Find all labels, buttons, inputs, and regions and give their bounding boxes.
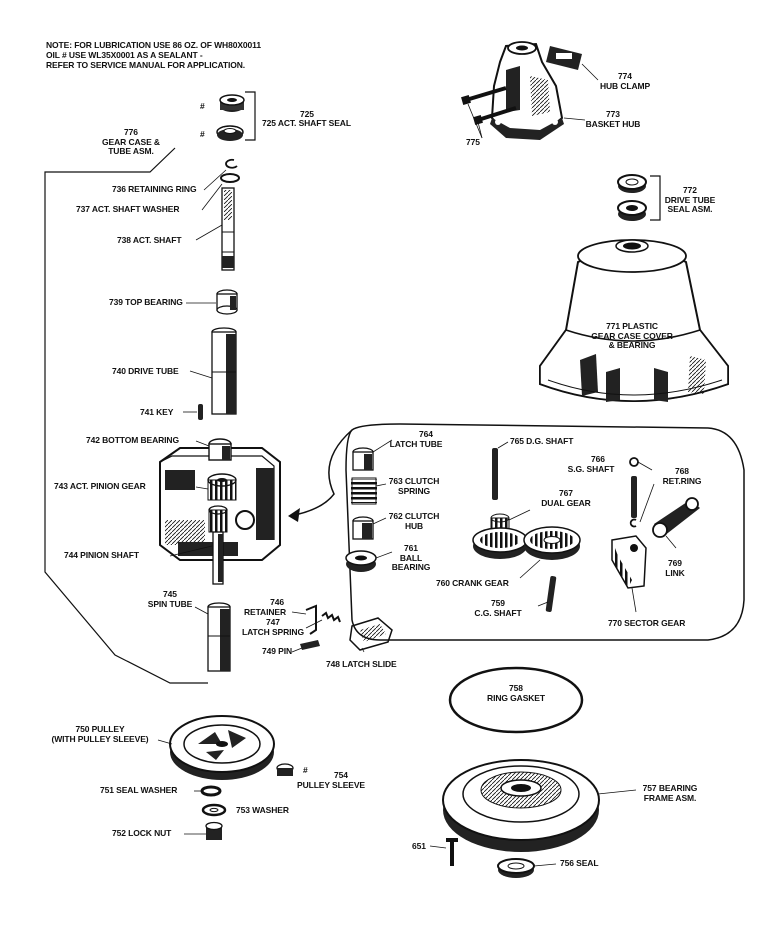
label-lock-nut: 752 LOCK NUT bbox=[112, 828, 172, 838]
sg-shaft-part bbox=[629, 457, 655, 528]
label-bottom-bearing: 742 BOTTOM BEARING bbox=[86, 435, 179, 445]
label-act-shaft-washer: 737 ACT. SHAFT WASHER bbox=[76, 204, 180, 214]
basket-hub-part bbox=[490, 41, 586, 140]
label-776-gear-case: 776 GEAR CASE & TUBE ASM. bbox=[96, 127, 166, 157]
hub-bolts-part bbox=[461, 86, 517, 139]
label-pulley: 750 PULLEY (WITH PULLEY SLEEVE) bbox=[51, 724, 149, 744]
label-776-number: 776 bbox=[124, 127, 138, 137]
label-washer: 753 WASHER bbox=[236, 805, 289, 815]
dual-gear-part bbox=[472, 509, 531, 559]
clutch-hub-part bbox=[352, 516, 387, 540]
ring-gasket-part bbox=[448, 666, 584, 734]
label-725: 725 bbox=[300, 109, 314, 119]
lubrication-note: NOTE: FOR LUBRICATION USE 86 OZ. OF WH80… bbox=[46, 40, 261, 70]
label-776-line2: TUBE ASM. bbox=[108, 146, 154, 156]
drive-tube-part bbox=[189, 327, 237, 415]
act-shaft-seal-part bbox=[216, 91, 256, 141]
label-basket-hub: 773 BASKET HUB bbox=[585, 109, 641, 129]
label-retaining-ring: 736 RETAINING RING bbox=[112, 184, 197, 194]
label-clutch-hub: 762 CLUTCH HUB bbox=[388, 511, 440, 531]
crank-gear-part bbox=[519, 526, 581, 579]
spin-tube-part bbox=[194, 602, 231, 672]
label-act-shaft: 738 ACT. SHAFT bbox=[117, 235, 182, 245]
label-ring-gasket: 758 RING GASKET bbox=[487, 683, 545, 703]
gear-case-cover-part bbox=[539, 239, 729, 402]
label-seal-washer: 751 SEAL WASHER bbox=[100, 785, 178, 795]
label-drive-tube: 740 DRIVE TUBE bbox=[112, 366, 179, 376]
label-latch-spring: 747 LATCH SPRING bbox=[242, 617, 304, 637]
label-pin: 749 PIN bbox=[262, 646, 293, 656]
label-sg-shaft: 766 S.G. SHAFT bbox=[567, 454, 615, 474]
hub-clamp-part bbox=[546, 46, 599, 81]
sector-gear-part bbox=[611, 535, 647, 613]
callout-arrow-head bbox=[288, 508, 300, 522]
label-retainer: 746 RETAINER bbox=[243, 597, 286, 617]
sealant-mark: # bbox=[303, 765, 308, 775]
label-776-line1: GEAR CASE & bbox=[102, 136, 160, 147]
label-bearing-frame: 757 BEARING FRAME ASM. bbox=[642, 783, 698, 803]
sealant-mark: # bbox=[200, 129, 205, 139]
label-hub-clamp: 774 HUB CLAMP bbox=[599, 71, 651, 91]
pulley-part bbox=[157, 715, 275, 780]
label-pinion-shaft: 744 PINION SHAFT bbox=[64, 550, 139, 560]
clutch-spring-part bbox=[351, 477, 387, 505]
label-crank-gear: 760 CRANK GEAR bbox=[436, 578, 509, 588]
label-pulley-sleeve: 754 PULLEY SLEEVE bbox=[297, 770, 365, 790]
label-775: 775 bbox=[466, 137, 480, 147]
lock-nut-part bbox=[184, 821, 223, 840]
latch-parts bbox=[291, 604, 393, 653]
label-dual-gear: 767 DUAL GEAR bbox=[541, 488, 591, 508]
label-ball-bearing: 761 BALL BEARING bbox=[391, 543, 431, 572]
act-shaft-washer-part bbox=[201, 173, 240, 211]
key-part bbox=[183, 404, 203, 420]
label-latch-tube: 764 LATCH TUBE bbox=[389, 429, 443, 449]
seal-washer-part bbox=[194, 785, 222, 797]
label-clutch-spring: 763 CLUTCH SPRING bbox=[388, 476, 440, 496]
label-cg-shaft: 759 C.G. SHAFT bbox=[474, 598, 522, 618]
label-seal-756: 756 SEAL bbox=[560, 858, 599, 868]
cg-shaft-part bbox=[537, 576, 557, 612]
dg-shaft-part bbox=[492, 441, 509, 500]
label-gear-case-cover: 771 PLASTIC GEAR CASE COVER & BEARING bbox=[591, 321, 673, 350]
label-link: 769 LINK bbox=[665, 558, 685, 578]
link-part bbox=[652, 497, 700, 549]
retaining-ring-part bbox=[203, 158, 238, 191]
label-spin-tube: 745 SPIN TUBE bbox=[147, 589, 193, 609]
inset-box bbox=[345, 423, 745, 641]
note-line-1: NOTE: FOR LUBRICATION USE 86 OZ. OF WH80… bbox=[46, 40, 261, 50]
seal-756-part bbox=[497, 858, 557, 878]
gear-case-part bbox=[159, 438, 281, 585]
label-act-shaft-seal: 725 ACT. SHAFT SEAL bbox=[262, 118, 351, 128]
top-bearing-part bbox=[186, 289, 238, 315]
label-sector-gear: 770 SECTOR GEAR bbox=[608, 618, 686, 628]
label-ret-ring: 768 RET.RING bbox=[662, 466, 702, 486]
label-top-bearing: 739 TOP BEARING bbox=[109, 297, 183, 307]
label-651: 651 bbox=[412, 841, 426, 851]
callout-arrow bbox=[289, 429, 353, 517]
label-dg-shaft: 765 D.G. SHAFT bbox=[510, 436, 574, 446]
label-act-pinion-gear: 743 ACT. PINION GEAR bbox=[54, 481, 146, 491]
label-latch-slide: 748 LATCH SLIDE bbox=[326, 659, 397, 669]
washer-part bbox=[201, 803, 227, 817]
ball-bearing-part bbox=[345, 550, 393, 572]
pulley-sleeve-part bbox=[276, 763, 294, 776]
act-shaft-part bbox=[195, 187, 235, 271]
note-line-3: REFER TO SERVICE MANUAL FOR APPLICATION. bbox=[46, 60, 246, 70]
sealant-mark: # bbox=[200, 101, 205, 111]
assembly-bracket-line bbox=[44, 147, 208, 684]
bearing-frame-part bbox=[442, 759, 637, 852]
drive-tube-seal-part bbox=[617, 174, 661, 221]
label-key: 741 KEY bbox=[140, 407, 174, 417]
label-drive-tube-seal: 772 DRIVE TUBE SEAL ASM. bbox=[664, 185, 716, 214]
latch-tube-part bbox=[352, 439, 393, 471]
screw-651-part bbox=[429, 838, 458, 866]
note-line-2: OIL # USE WL35X0001 AS A SEALANT - bbox=[46, 50, 203, 60]
